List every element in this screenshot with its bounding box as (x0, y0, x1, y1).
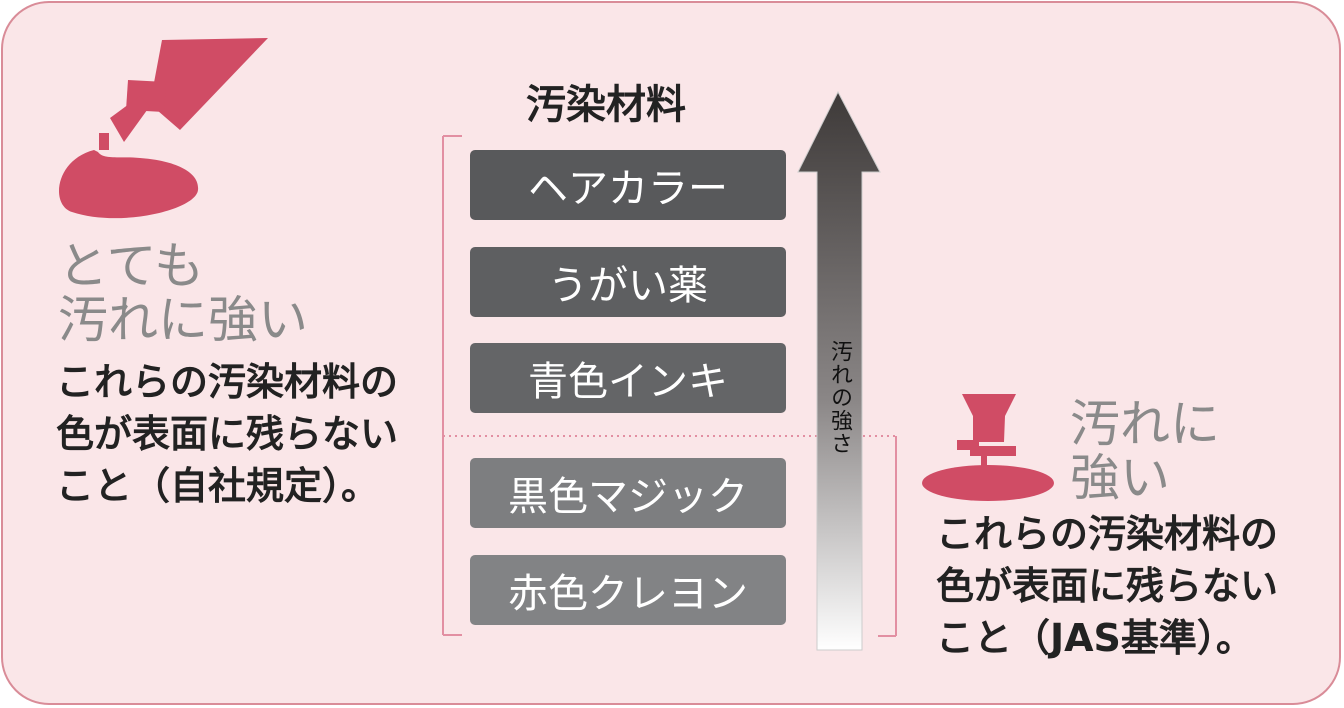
left-title-line1: とても (58, 237, 204, 295)
material-black-marker: 黒色マジック (470, 458, 786, 528)
material-hair-color: ヘアカラー (470, 150, 786, 220)
left-title-line2: 汚れに強い (58, 291, 308, 349)
left-desc-line1: これらの汚染材料の (56, 360, 399, 404)
materials-bracket (442, 135, 462, 636)
right-desc-line3: こと（JAS基準）。 (936, 616, 1254, 660)
left-desc-line2: 色が表面に残らない (56, 412, 399, 456)
pouring-bottle-icon (58, 38, 268, 219)
small-bottle-icon (922, 394, 1054, 501)
right-desc-line2: 色が表面に残らない (936, 564, 1279, 608)
jas-bracket (878, 436, 897, 637)
arrow-label: 汚れの強さ (827, 340, 852, 455)
right-desc-line1: これらの汚染材料の (936, 512, 1279, 556)
right-title-line1: 汚れに (1070, 395, 1220, 453)
material-blue-ink: 青色インキ (470, 343, 786, 413)
stain-strength-arrow (797, 90, 881, 651)
material-red-crayon: 赤色クレヨン (470, 555, 786, 625)
material-gargle: うがい薬 (470, 247, 786, 317)
right-title-line2: 強い (1070, 449, 1170, 507)
materials-heading: 汚染材料 (526, 82, 686, 128)
left-desc-line3: こと（自社規定）。 (56, 464, 380, 508)
